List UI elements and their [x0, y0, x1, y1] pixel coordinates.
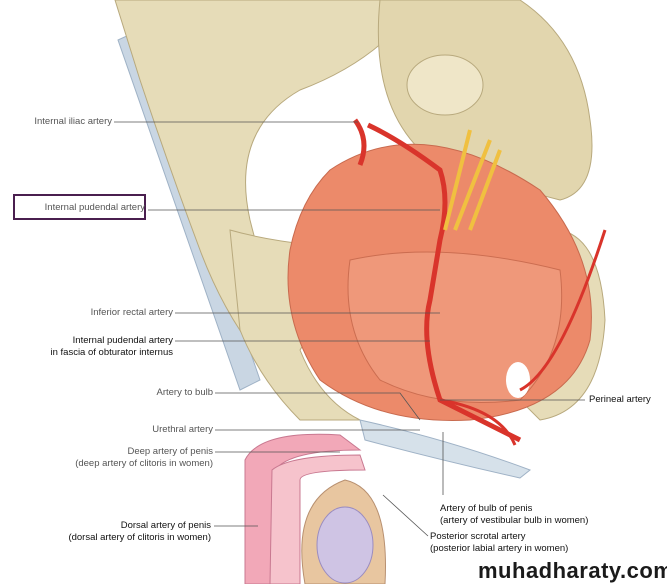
label-inferior-rectal-artery: Inferior rectal artery [90, 307, 173, 318]
label-line-2: (artery of vestibular bulb in women) [440, 515, 589, 526]
label-line-2: (posterior labial artery in women) [430, 543, 569, 554]
label-artery-of-bulb: Artery of bulb of penis (artery of vesti… [440, 503, 588, 527]
vertebral-body [406, 54, 484, 116]
label-internal-pudendal-fascia: Internal pudendal artery in fascia of ob… [50, 335, 173, 359]
label-line-1: Posterior scrotal artery [430, 531, 526, 542]
leader-lines [114, 121, 585, 537]
label-deep-artery-of-penis: Deep artery of penis (deep artery of cli… [75, 446, 213, 470]
label-internal-iliac-artery: Internal iliac artery [34, 116, 112, 127]
levator-ani [347, 251, 563, 403]
sacral-nerves [443, 129, 502, 231]
obturator-foramen [506, 362, 530, 398]
label-artery-to-bulb: Artery to bulb [156, 387, 214, 398]
internal-iliac-artery-vessel [352, 118, 522, 443]
label-line-2: in fascia of obturator internus [50, 347, 173, 358]
label-line-2: (deep artery of clitoris in women) [75, 458, 213, 469]
highlight-box [13, 194, 146, 220]
label-line-2: (dorsal artery of clitoris in women) [68, 532, 211, 543]
label-internal-pudendal-artery: Internal pudendal artery [44, 202, 145, 213]
label-posterior-scrotal-artery: Posterior scrotal artery (posterior labi… [430, 531, 568, 555]
label-line-1: Artery of bulb of penis [440, 503, 533, 514]
label-line-1: Internal pudendal artery [72, 335, 173, 346]
label-line-1: Deep artery of penis [127, 446, 213, 457]
perineal-artery-vessel [439, 229, 607, 446]
label-perineal-artery: Perineal artery [589, 394, 651, 405]
label-dorsal-artery-of-penis: Dorsal artery of penis (dorsal artery of… [68, 520, 211, 544]
perineal-membrane [359, 419, 531, 479]
penis-shaft-body [269, 454, 366, 584]
label-line-1: Dorsal artery of penis [120, 520, 211, 531]
watermark: muhadharaty.com [478, 558, 667, 583]
testis-inner [316, 506, 374, 584]
label-urethral-artery: Urethral artery [152, 424, 213, 435]
